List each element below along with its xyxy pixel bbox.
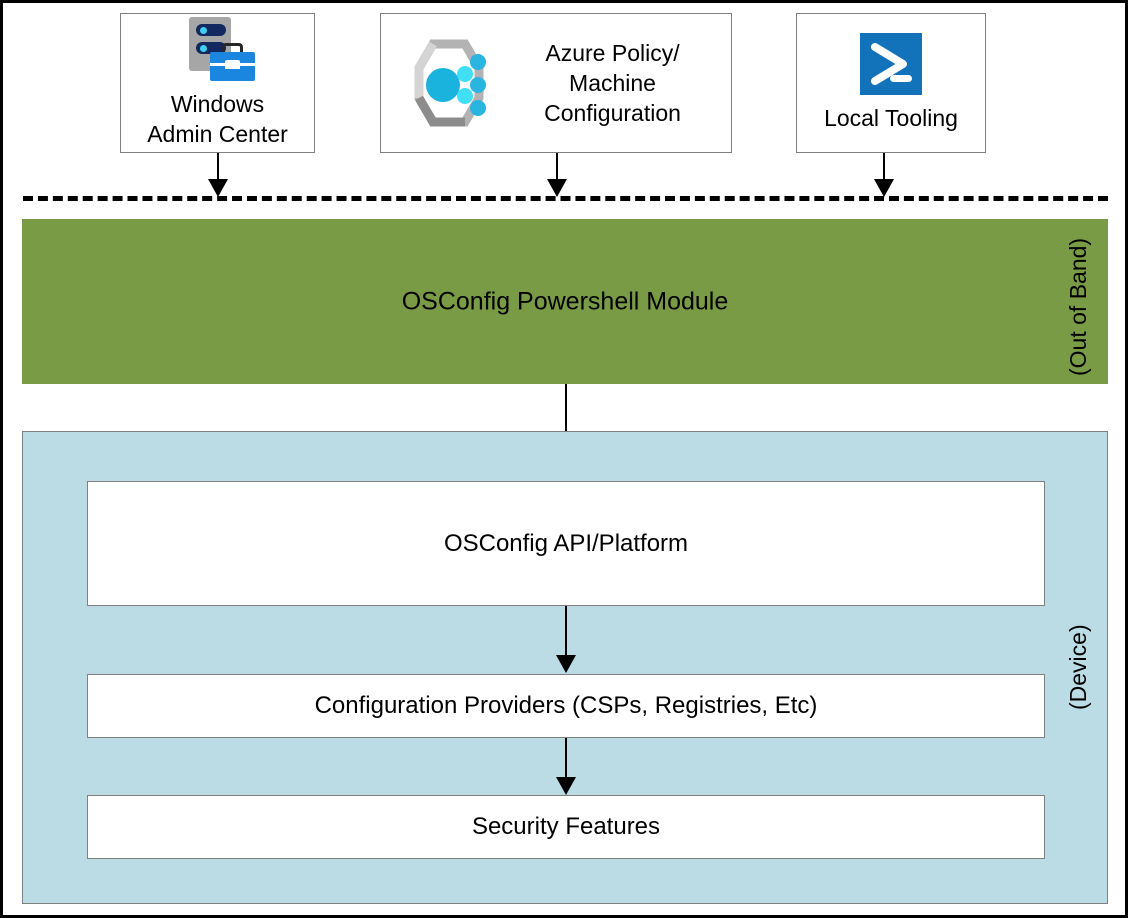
source-label-windows-admin-center: Windows Admin Center — [147, 91, 288, 147]
azure-policy-icon — [399, 34, 494, 132]
connector-shaft — [883, 153, 885, 182]
toolbox-body — [209, 52, 255, 81]
connector-shaft — [565, 738, 567, 793]
source-label-local-tooling: Local Tooling — [824, 105, 958, 131]
connector-arrowhead — [208, 179, 228, 197]
powershell-icon — [860, 33, 922, 95]
connector-arrowhead — [874, 179, 894, 197]
source-label-azure-policy: Azure Policy/ Machine Configuration — [544, 40, 681, 126]
connector-shaft — [556, 153, 558, 182]
connector-arrowhead — [556, 655, 576, 673]
out-of-band-band[interactable]: OSConfig Powershell Module — [22, 219, 1108, 384]
connector-shaft — [217, 153, 219, 182]
connector-arrowhead — [556, 777, 576, 795]
layer-label-osconfig-api-platform: OSConfig API/Platform — [443, 529, 689, 557]
server-led-1 — [199, 26, 207, 34]
layer-label-security-features: Security Features — [471, 813, 661, 840]
source-box-windows-admin-center[interactable]: Windows Admin Center — [120, 13, 315, 153]
server-bay-2 — [195, 42, 226, 54]
layer-label-configuration-providers: Configuration Providers (CSPs, Registrie… — [314, 692, 818, 719]
out-of-band-band-label: OSConfig Powershell Module — [401, 287, 729, 315]
connector-shaft — [565, 606, 567, 671]
out-of-band-boundary-line — [23, 196, 1108, 201]
connector-arrowhead — [547, 179, 567, 197]
server-bay-1 — [195, 24, 226, 36]
source-box-local-tooling[interactable]: Local Tooling — [796, 13, 986, 153]
server-led-2 — [199, 44, 207, 52]
device-side-label: (Device) — [1065, 624, 1091, 710]
toolbox-handle — [221, 43, 243, 55]
out-of-band-side-label: (Out of Band) — [1065, 237, 1091, 376]
source-box-azure-policy[interactable]: Azure Policy/ Machine Configuration — [380, 13, 732, 153]
layer-box-configuration-providers[interactable]: Configuration Providers (CSPs, Registrie… — [87, 674, 1045, 738]
windows-admin-center-icon — [181, 17, 255, 85]
layer-box-osconfig-api-platform[interactable]: OSConfig API/Platform — [87, 481, 1045, 606]
toolbox-latch — [224, 60, 240, 69]
toolbox-shape — [209, 43, 255, 81]
layer-box-security-features[interactable]: Security Features — [87, 795, 1045, 859]
